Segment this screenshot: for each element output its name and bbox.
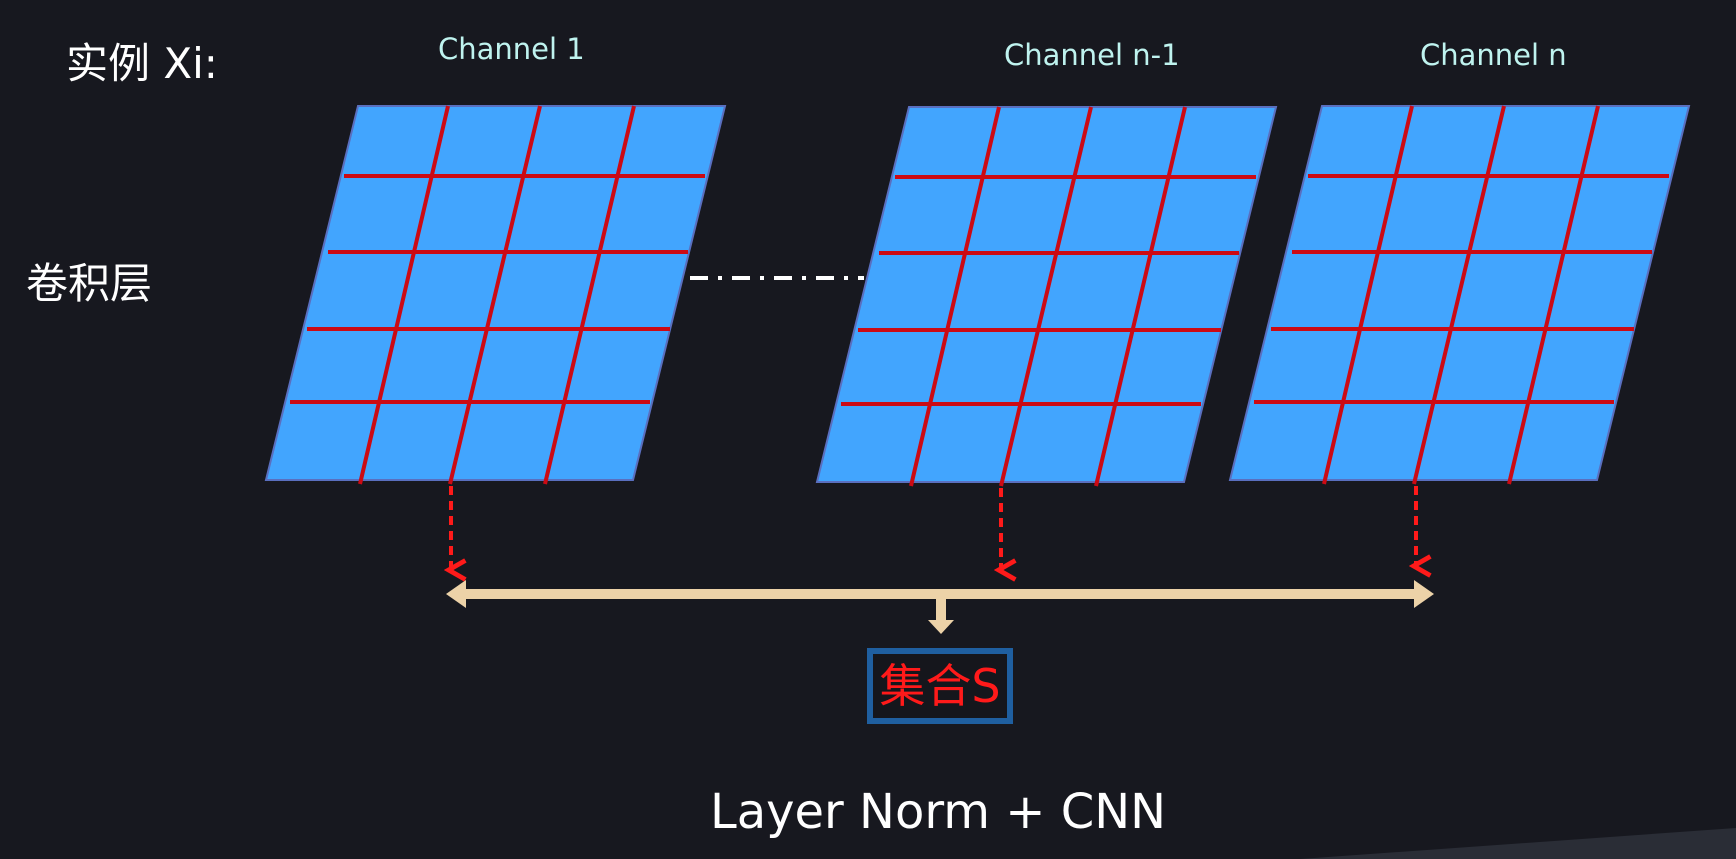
channel-n-minus-1-label: Channel n-1 <box>1004 38 1180 72</box>
channel-n-label: Channel n <box>1420 38 1567 72</box>
aggregation-bracket-arrow <box>446 580 1434 608</box>
channel-1-grid <box>264 105 727 485</box>
set-s-box: 集合S <box>867 648 1013 724</box>
conv-layer-label: 卷积层 <box>26 259 153 308</box>
set-down-arrow <box>928 597 954 634</box>
footer-caption: Layer Norm + CNN <box>709 784 1167 840</box>
channel-1-label: Channel 1 <box>438 32 585 66</box>
instance-label: 实例 Xi: <box>66 39 218 88</box>
corner-decoration <box>1300 828 1736 859</box>
set-s-label: 集合S <box>873 654 1007 718</box>
channel-n-minus-1-grid <box>815 106 1278 487</box>
channel-n-grid <box>1228 105 1691 485</box>
